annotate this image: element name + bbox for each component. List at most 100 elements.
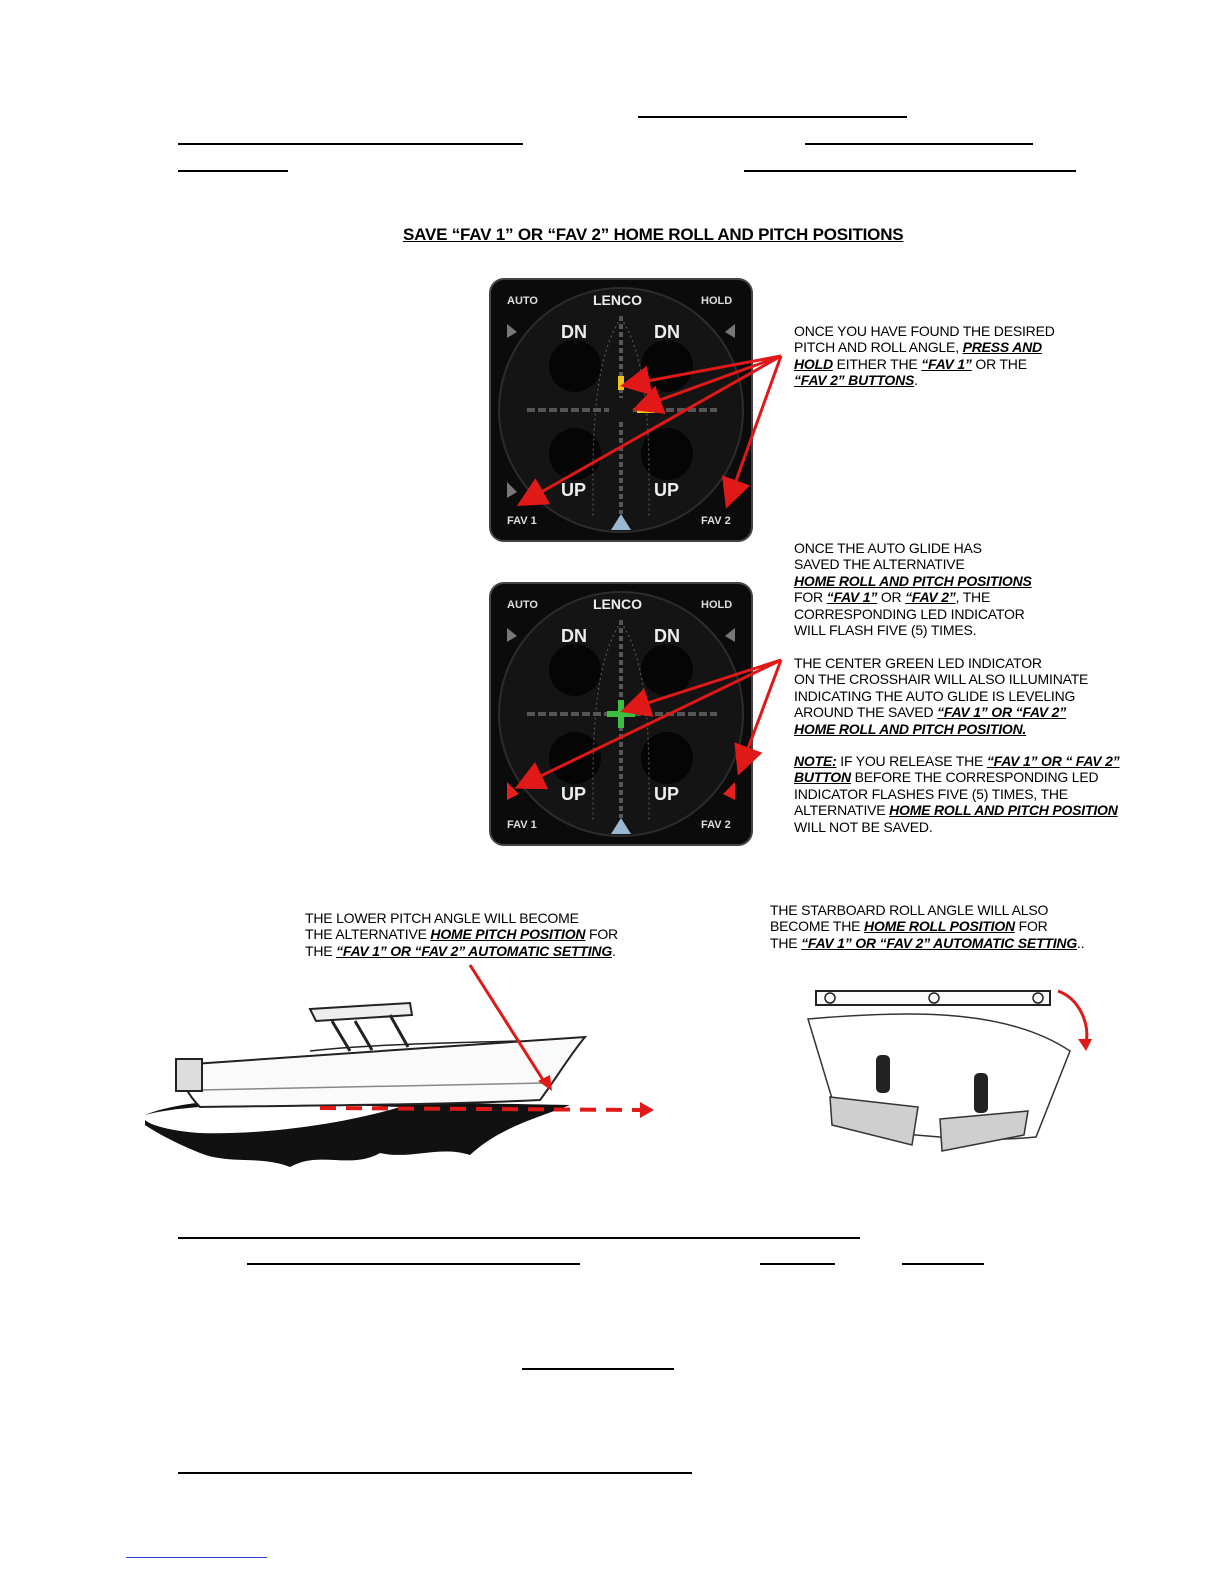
note-text: .: [612, 942, 616, 959]
auto-button[interactable]: AUTO: [507, 599, 538, 611]
note-text: SAVED THE ALTERNATIVE: [794, 556, 965, 573]
fav1-button[interactable]: FAV 1: [507, 819, 537, 831]
note-text: BECOME THE: [770, 918, 865, 935]
note-text: ONCE THE AUTO GLIDE HAS: [794, 540, 982, 556]
up-right-label: UP: [654, 480, 679, 500]
bottom-rule-4: [902, 1263, 984, 1265]
note-text: THE ALTERNATIVE: [305, 926, 431, 943]
note-text: INDICATING THE AUTO GLIDE IS LEVELING: [794, 687, 1076, 704]
note-emphasis: HOLD: [794, 355, 833, 372]
note-text: EITHER THE: [832, 355, 922, 372]
brand-logo: LENCO: [593, 596, 642, 612]
bottom-rule-1: [178, 1237, 860, 1239]
up-right-label: UP: [654, 784, 679, 804]
pitch-note: THE LOWER PITCH ANGLE WILL BECOME THE AL…: [305, 910, 618, 959]
note-emphasis: “FAV 1” OR “FAV 2” AUTOMATIC SETTING: [336, 942, 613, 959]
note-emphasis: “FAV 2” BUTTONS: [794, 372, 915, 389]
bottom-rule-5: [522, 1368, 674, 1370]
note-emphasis: “FAV 1” OR “FAV 2” AUTOMATIC SETTING: [801, 934, 1078, 951]
dn-left-button[interactable]: [549, 340, 601, 392]
outboard-motor: [175, 1058, 203, 1092]
note-text: , THE: [955, 589, 991, 606]
note-text: FOR: [794, 589, 827, 606]
note-text: ..: [1077, 934, 1085, 951]
dn-left-label: DN: [561, 322, 587, 342]
note-text: WILL FLASH FIVE (5) TIMES.: [794, 622, 977, 639]
note-text: ON THE CROSSHAIR WILL ALSO ILLUMINATE: [794, 671, 1089, 688]
note-text: ONCE YOU HAVE FOUND THE DESIRED: [794, 323, 1055, 339]
dn-right-button[interactable]: [641, 644, 693, 696]
note-emphasis: “FAV 1” OR “ FAV 2”: [986, 753, 1120, 769]
up-left-label: UP: [561, 784, 586, 804]
note-emphasis: HOME PITCH POSITION: [430, 926, 586, 943]
fav1-led: [507, 782, 519, 800]
note-emphasis: NOTE:: [794, 753, 837, 769]
roll-note: THE STARBOARD ROLL ANGLE WILL ALSO BECOM…: [770, 902, 1085, 951]
page-title: SAVE “FAV 1” OR “FAV 2” HOME ROLL AND PI…: [403, 225, 904, 244]
note-text: THE CENTER GREEN LED INDICATOR: [794, 655, 1042, 671]
brand-logo: LENCO: [593, 292, 642, 308]
boat-hull: [176, 1035, 588, 1109]
dn-right-label: DN: [654, 626, 680, 646]
note-emphasis: HOME ROLL AND PITCH POSITIONS: [794, 572, 1032, 589]
bottom-rule-2: [247, 1263, 580, 1265]
fav1-button[interactable]: FAV 1: [507, 515, 537, 527]
trim-tab-left: [829, 1096, 919, 1146]
note-emphasis: BUTTON: [794, 769, 851, 786]
note-text: PITCH AND ROLL ANGLE,: [794, 339, 963, 356]
note-text: WILL NOT BE SAVED.: [794, 818, 933, 835]
top-rule-1: [638, 116, 907, 118]
note-text: THE: [770, 934, 802, 951]
note-saved-positions: ONCE THE AUTO GLIDE HAS SAVED THE ALTERN…: [794, 540, 1032, 638]
boat-pitch-illustration: [145, 964, 654, 1167]
roll-trim-illustration: [807, 989, 1092, 1152]
top-rule-2: [178, 143, 523, 145]
top-rule-3: [805, 143, 1033, 145]
auto-button[interactable]: AUTO: [507, 295, 538, 307]
note-text: AROUND THE SAVED: [794, 704, 938, 721]
note-emphasis: HOME ROLL AND PITCH POSITION: [889, 802, 1118, 819]
trim-tab-right: [939, 1110, 1029, 1152]
note-text: ALTERNATIVE: [794, 802, 890, 819]
note-emphasis: HOME ROLL POSITION: [864, 918, 1015, 935]
note-press-and-hold: ONCE YOU HAVE FOUND THE DESIRED PITCH AN…: [794, 323, 1055, 389]
dn-right-label: DN: [654, 322, 680, 342]
note-text: CORRESPONDING LED INDICATOR: [794, 605, 1025, 622]
note-text: THE LOWER PITCH ANGLE WILL BECOME: [305, 910, 579, 926]
note-emphasis: HOME ROLL AND PITCH POSITION.: [794, 720, 1027, 737]
note-text: THE STARBOARD ROLL ANGLE WILL ALSO: [770, 902, 1049, 918]
note-text: FOR: [585, 926, 618, 943]
up-left-label: UP: [561, 480, 586, 500]
trim-actuator-right: [974, 1073, 988, 1113]
hold-button[interactable]: HOLD: [701, 295, 732, 307]
note-emphasis: “FAV 1”: [921, 355, 972, 372]
bottom-rule-6: [178, 1472, 692, 1474]
note-center-led: THE CENTER GREEN LED INDICATOR ON THE CR…: [794, 655, 1088, 737]
up-right-button[interactable]: [641, 732, 693, 784]
note-emphasis: PRESS AND: [962, 339, 1043, 356]
fav2-button[interactable]: FAV 2: [701, 819, 731, 831]
trim-actuator-left: [876, 1055, 890, 1093]
note-text: BEFORE THE CORRESPONDING LED: [850, 769, 1099, 786]
note-text: .: [914, 372, 918, 389]
fav2-button[interactable]: FAV 2: [701, 515, 731, 527]
fav1-led: [507, 482, 517, 498]
bottom-rule-3: [760, 1263, 835, 1265]
note-release-warning: NOTE: IF YOU RELEASE THE “FAV 1” OR “ FA…: [794, 753, 1120, 835]
footer-link-underline[interactable]: [126, 1557, 267, 1558]
t-top: [308, 1001, 414, 1023]
dn-left-label: DN: [561, 626, 587, 646]
note-text: INDICATOR FLASHES FIVE (5) TIMES, THE: [794, 785, 1068, 802]
note-emphasis: “FAV 2”: [905, 589, 956, 606]
hold-button[interactable]: HOLD: [701, 599, 732, 611]
note-text: IF YOU RELEASE THE: [836, 753, 987, 769]
dn-left-button[interactable]: [549, 644, 601, 696]
note-emphasis: “FAV 1” OR “FAV 2”: [937, 704, 1067, 721]
note-emphasis: “FAV 1”: [826, 589, 878, 606]
top-rule-4: [178, 170, 288, 172]
note-text: THE: [305, 942, 337, 959]
note-text: OR THE: [971, 355, 1027, 372]
up-right-button[interactable]: [641, 428, 693, 480]
control-panel-1: AUTO HOLD LENCO DN DN UP UP FAV 1 FAV 2: [489, 278, 753, 542]
